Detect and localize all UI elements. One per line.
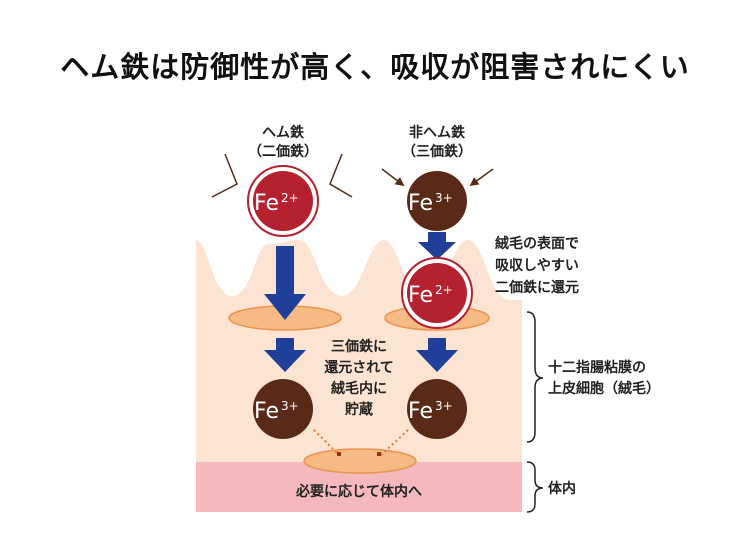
arrow-heme-down [264,246,306,320]
page-title: ヘム鉄は防御性が高く、吸収が阻害されにくい [60,50,690,84]
ion-fe3-stored-left: Fe 3+ [253,379,313,439]
svg-text:Fe: Fe [254,191,279,216]
ion-fe3-nonheme: Fe 3+ [407,171,467,231]
store-note-line3: 絨毛内に [331,380,387,397]
bracket-label-line2: 上皮細胞（絨毛） [548,380,660,397]
svg-text:Fe: Fe [408,283,433,308]
svg-text:3+: 3+ [281,399,299,413]
heme-sublabel: （二価鉄） [248,143,318,160]
bracket-epithelium [526,311,544,443]
heme-label: ヘム鉄 [262,124,305,141]
dotted-path-left [313,429,341,457]
to-body-text: 必要に応じて体内へ [295,483,422,500]
reduce-note-line2: 吸収しやすい [495,257,579,274]
ion-fe2-heme: Fe 2+ [247,165,319,237]
bracket-label-line1: 十二指腸粘膜の [548,359,646,376]
nonheme-pointer-right [469,168,494,187]
svg-text:Fe: Fe [408,191,433,216]
svg-text:2+: 2+ [281,191,299,205]
nonheme-label: 非ヘム鉄 [409,124,466,141]
heme-pointer-right [329,153,353,198]
svg-text:3+: 3+ [435,191,453,205]
svg-text:Fe: Fe [254,399,279,424]
dotted-path-right [379,429,409,457]
reduce-note-line3: 二価鉄に還元 [495,279,579,296]
svg-text:Fe: Fe [408,399,433,424]
exit-ellipse [303,448,417,474]
bracket-body [526,461,544,513]
arrow-nonheme-down [418,232,456,260]
arrow-right-to-storage [416,338,458,372]
store-note-line4: 貯蔵 [345,401,373,418]
nonheme-pointer-left [381,168,405,187]
svg-text:3+: 3+ [435,399,453,413]
nonheme-sublabel: （三価鉄） [402,143,472,160]
ion-fe3-stored-right: Fe 3+ [407,379,467,439]
svg-text:2+: 2+ [435,283,453,297]
heme-pointer-left [211,153,238,198]
store-note-line2: 還元されて [324,359,394,376]
bracket-body-label: 体内 [548,480,576,497]
arrow-left-to-storage [264,338,306,372]
ion-fe2-reduced: Fe 2+ [401,257,473,329]
reduce-note-line1: 絨毛の表面で [495,235,579,252]
store-note-line1: 三価鉄に [331,338,387,355]
